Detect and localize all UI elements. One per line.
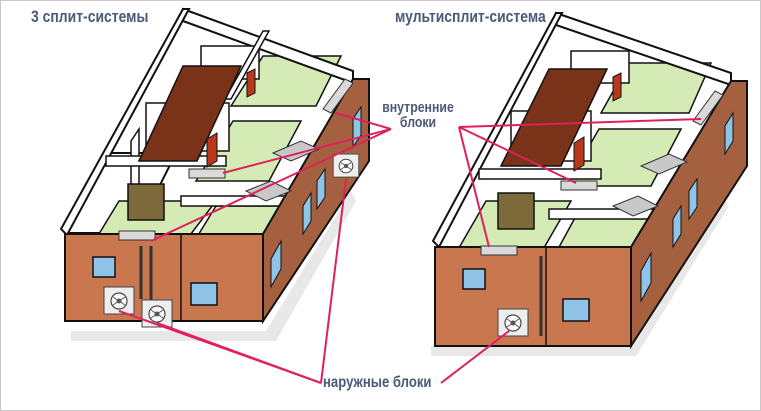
right-window-1 [463,269,485,289]
left-outdoor-unit-2 [142,300,172,327]
left-title: 3 сплит-системы [31,7,148,27]
right-outdoor-unit [498,309,528,336]
left-window-1 [93,257,115,277]
right-house [431,13,747,356]
right-indoor-unit-1 [481,246,517,255]
left-door-hall [128,184,164,220]
indoor-units-label-line1: внутренние [373,100,463,115]
left-indoor-unit-1 [119,231,155,240]
left-outdoor-unit-3 [333,154,359,177]
right-door-red-2 [613,73,621,101]
left-window-2 [191,283,217,305]
right-window-2 [563,299,589,321]
right-title: мультисплит-система [395,7,546,27]
right-partition-3 [479,169,601,179]
indoor-units-label: внутренние блоки [373,100,463,130]
right-door-red-1 [574,137,584,171]
indoor-units-label-line2: блоки [373,115,463,130]
left-indoor-unit-2 [189,169,225,178]
right-door-hall [498,193,534,229]
left-outdoor-unit-1 [104,287,134,314]
left-house [61,9,369,341]
right-indoor-unit-2 [561,181,597,190]
right-front-wall [435,247,631,346]
outdoor-units-label: наружные блоки [323,374,431,392]
left-door-red-2 [247,69,255,97]
left-door-red-1 [207,133,217,167]
